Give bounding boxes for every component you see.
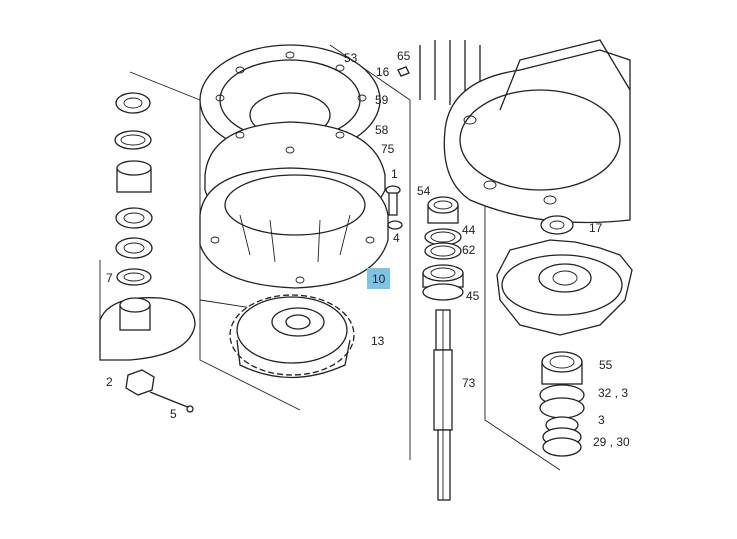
part-label[interactable]: 55	[599, 358, 613, 372]
part-label[interactable]: 4	[393, 231, 400, 245]
part-label[interactable]: 59	[375, 93, 389, 107]
left-bearing-stack	[99, 92, 196, 413]
part-label[interactable]: 75	[381, 142, 395, 156]
part-label[interactable]: 16	[376, 65, 390, 79]
part-label[interactable]: 65	[397, 49, 411, 63]
hub-bolt-holes	[210, 51, 375, 284]
part-label[interactable]: 7	[106, 271, 113, 285]
part-label[interactable]: 44	[462, 223, 476, 237]
part-label[interactable]: 5	[170, 407, 177, 421]
part-label-highlighted[interactable]: 10	[372, 272, 386, 286]
right-bearing-stack	[539, 351, 585, 457]
part-label[interactable]: 3	[598, 413, 605, 427]
gearbox-housing	[419, 39, 631, 224]
bevel-gear-17	[496, 215, 633, 336]
part-label[interactable]: 17	[589, 221, 603, 235]
bolt-and-washer	[385, 66, 410, 230]
part-label[interactable]: 2	[106, 375, 113, 389]
part-label[interactable]: 54	[417, 184, 431, 198]
hub-assembly	[199, 44, 389, 289]
part-label[interactable]: 45	[466, 289, 480, 303]
spur-gear-13	[229, 294, 355, 379]
part-label[interactable]: 73	[462, 376, 476, 390]
part-label[interactable]: 13	[371, 334, 385, 348]
shaft-stack	[422, 196, 464, 501]
part-label[interactable]: 1	[391, 167, 398, 181]
part-label[interactable]: 53	[344, 51, 358, 65]
part-labels: 53 65 16 59 58 75 1 4 10 13 54 44 62 45 …	[106, 49, 630, 449]
part-label[interactable]: 58	[375, 123, 389, 137]
part-label[interactable]: 29 , 30	[593, 435, 630, 449]
highlight-part-10[interactable]	[367, 268, 390, 289]
part-label[interactable]: 62	[462, 243, 476, 257]
part-label[interactable]: 32 , 3	[598, 386, 628, 400]
